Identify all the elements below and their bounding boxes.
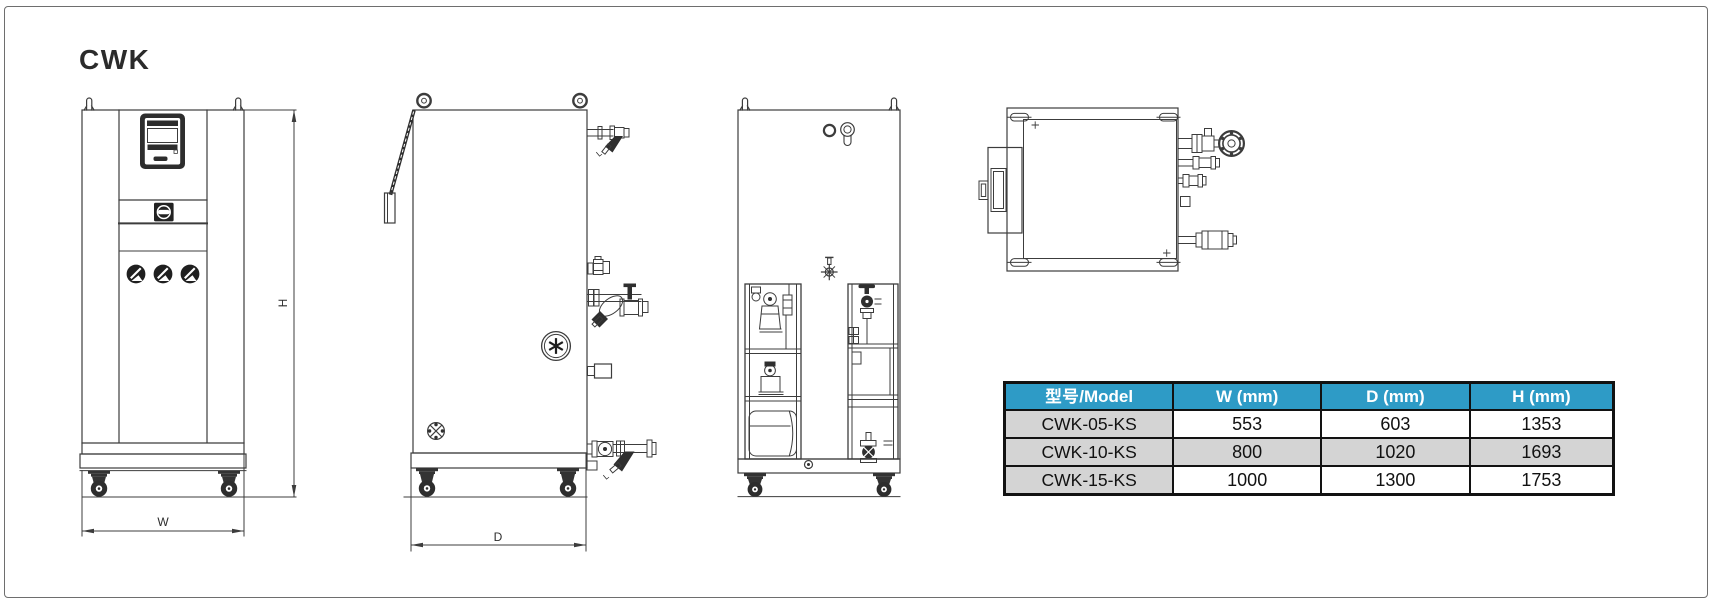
strainer-valve-icon — [586, 125, 630, 155]
front-view — [79, 97, 297, 498]
side-view: L — [383, 92, 657, 498]
depth-dim-label: D — [494, 530, 503, 544]
col-header-model: /Model — [1003, 381, 1175, 411]
eyebolt-icon — [416, 92, 588, 109]
bottom-strainer-icon — [586, 439, 657, 474]
pipe-valve-assembly-icon — [586, 283, 649, 328]
caster-icon — [416, 468, 579, 482]
width-dim-label: W — [157, 515, 169, 529]
model-cell: CWK-05-KS — [1003, 409, 1175, 439]
drain-plug-icon — [427, 422, 446, 441]
h-cell: 1693 — [1468, 437, 1615, 467]
strainer-mark-bottom: L — [602, 471, 612, 481]
front-dimensions: W H — [81, 109, 297, 537]
table-header-row: /Model W (mm) D (mm) H (mm) — [1003, 381, 1615, 411]
w-cell: 800 — [1172, 437, 1323, 467]
page-title: CWK — [79, 44, 151, 75]
strainer-mark-top: L — [595, 148, 605, 158]
caster-icon — [88, 470, 240, 484]
d-cell: 1300 — [1320, 465, 1471, 496]
page-border — [4, 6, 1708, 598]
d-cell: 603 — [1320, 409, 1471, 439]
height-dim-label: H — [276, 299, 290, 308]
col-header-d: D (mm) — [1320, 381, 1471, 411]
table-row: CWK-05-KS 553 603 1353 — [1003, 409, 1615, 439]
col-header-h: H (mm) — [1468, 381, 1615, 411]
caster-icon — [744, 473, 895, 485]
w-cell: 1000 — [1172, 465, 1323, 496]
col-header-w: W (mm) — [1172, 381, 1323, 411]
top-pipes-icon — [1177, 128, 1245, 250]
cjk-model-label-glyphs — [1045, 388, 1079, 404]
col-header-model-suffix: /Model — [1079, 386, 1134, 406]
port-icon — [822, 122, 855, 147]
top-view — [978, 107, 1245, 272]
fan-icon — [540, 330, 572, 362]
h-cell: 1353 — [1468, 409, 1615, 439]
w-cell: 553 — [1172, 409, 1323, 439]
table-row: CWK-10-KS 800 1020 1693 — [1003, 437, 1615, 467]
d-cell: 1020 — [1320, 437, 1471, 467]
table-row: CWK-15-KS 1000 1300 1753 — [1003, 465, 1615, 496]
lifting-slot-icon — [1007, 112, 1181, 267]
rear-view — [737, 97, 901, 498]
cross-valve-icon — [820, 256, 838, 281]
model-cell: CWK-10-KS — [1003, 437, 1175, 467]
model-cell: CWK-15-KS — [1003, 465, 1175, 496]
h-cell: 1753 — [1468, 465, 1615, 496]
side-dimensions: D — [410, 452, 587, 552]
dimensions-table: /Model W (mm) D (mm) H (mm) CWK-05-KS 55… — [1003, 381, 1615, 496]
